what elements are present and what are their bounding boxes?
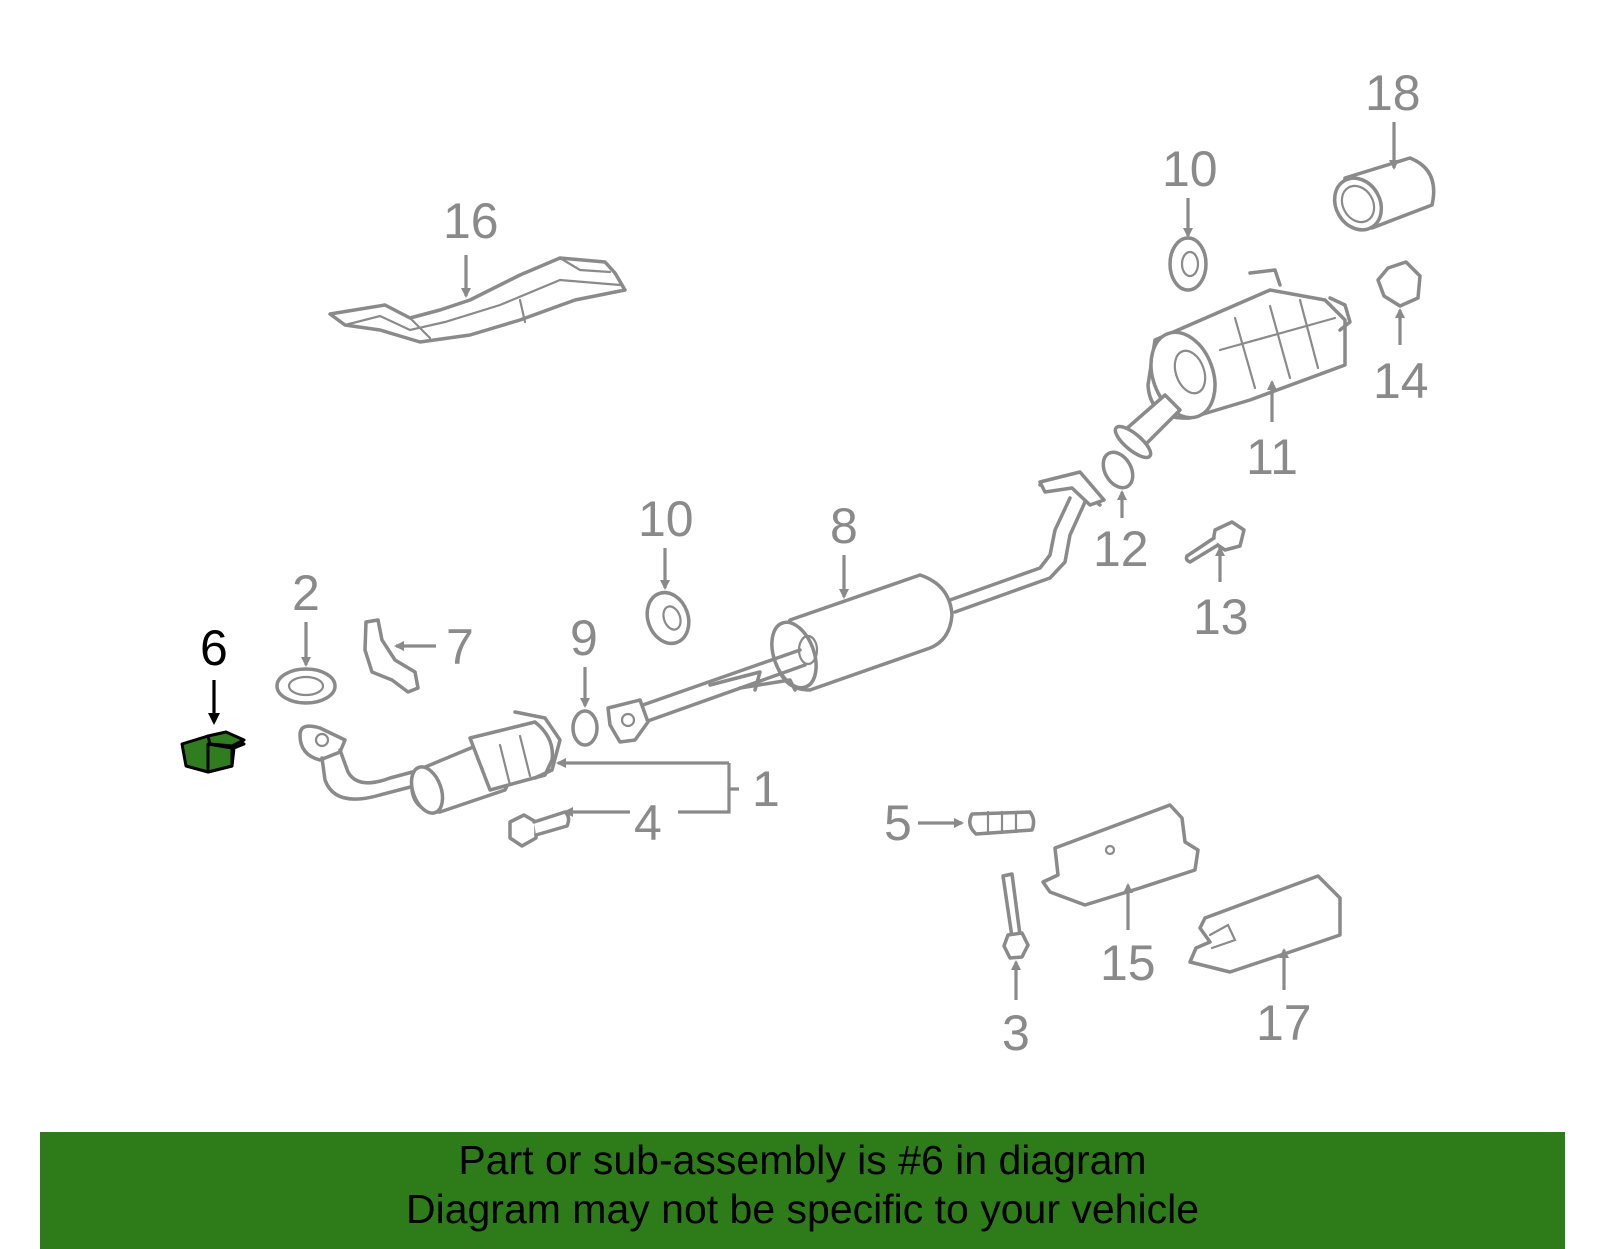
part-7-bracket (363, 618, 420, 694)
part-10-hanger-center (645, 590, 691, 646)
callout-11: 11 (1246, 429, 1298, 485)
callout-18: 18 (1365, 65, 1421, 121)
part-11-muffler (1113, 268, 1352, 460)
callout-17: 16 (443, 193, 499, 249)
part-5-stud (968, 810, 1036, 836)
callout-labels: 16 18 10 14 11 12 13 8 10 9 2 7 1 4 5 3 … (200, 65, 1429, 1061)
part-16-heat-shield (1041, 803, 1200, 907)
callout-16: 15 (1100, 935, 1156, 991)
part-12-gasket (1101, 450, 1135, 490)
part-6-highlighted (180, 730, 246, 774)
callout-6-highlighted: 6 (200, 620, 228, 676)
callout-10-center: 10 (638, 491, 694, 547)
part-4-bolt (508, 810, 571, 848)
part-17-heat-shield (328, 256, 627, 344)
part-2-gasket (275, 667, 337, 705)
part-1-front-pipe (298, 710, 562, 815)
part-14-nut (1376, 260, 1422, 308)
callout-1: 1 (752, 761, 780, 817)
part-8-center-pipe (606, 470, 1106, 744)
callout-3: 3 (1002, 1005, 1030, 1061)
leader-arrows (208, 122, 1405, 1000)
callout-13: 13 (1193, 589, 1249, 645)
callout-7: 7 (446, 619, 474, 675)
part-15-heat-shield (1188, 874, 1342, 974)
part-3-bolt (1001, 872, 1030, 960)
callout-14: 14 (1373, 353, 1429, 409)
info-banner: Part or sub-assembly is #6 in diagram Di… (40, 1132, 1565, 1249)
callout-2: 2 (292, 565, 320, 621)
callout-8: 8 (830, 498, 858, 554)
part-18-exhaust-tip (1332, 156, 1436, 232)
callout-9: 9 (570, 610, 598, 666)
part-10-hanger-upper (1168, 236, 1208, 292)
callout-5: 5 (884, 795, 912, 851)
callout-10-upper: 10 (1162, 141, 1218, 197)
banner-line-1: Part or sub-assembly is #6 in diagram (458, 1137, 1147, 1183)
callout-15: 17 (1256, 995, 1312, 1051)
callout-4: 4 (634, 795, 662, 851)
part-13-bolt (1184, 520, 1246, 564)
callout-12: 12 (1093, 521, 1149, 577)
banner-line-2: Diagram may not be specific to your vehi… (405, 1186, 1199, 1232)
part-9-gasket (571, 709, 599, 747)
